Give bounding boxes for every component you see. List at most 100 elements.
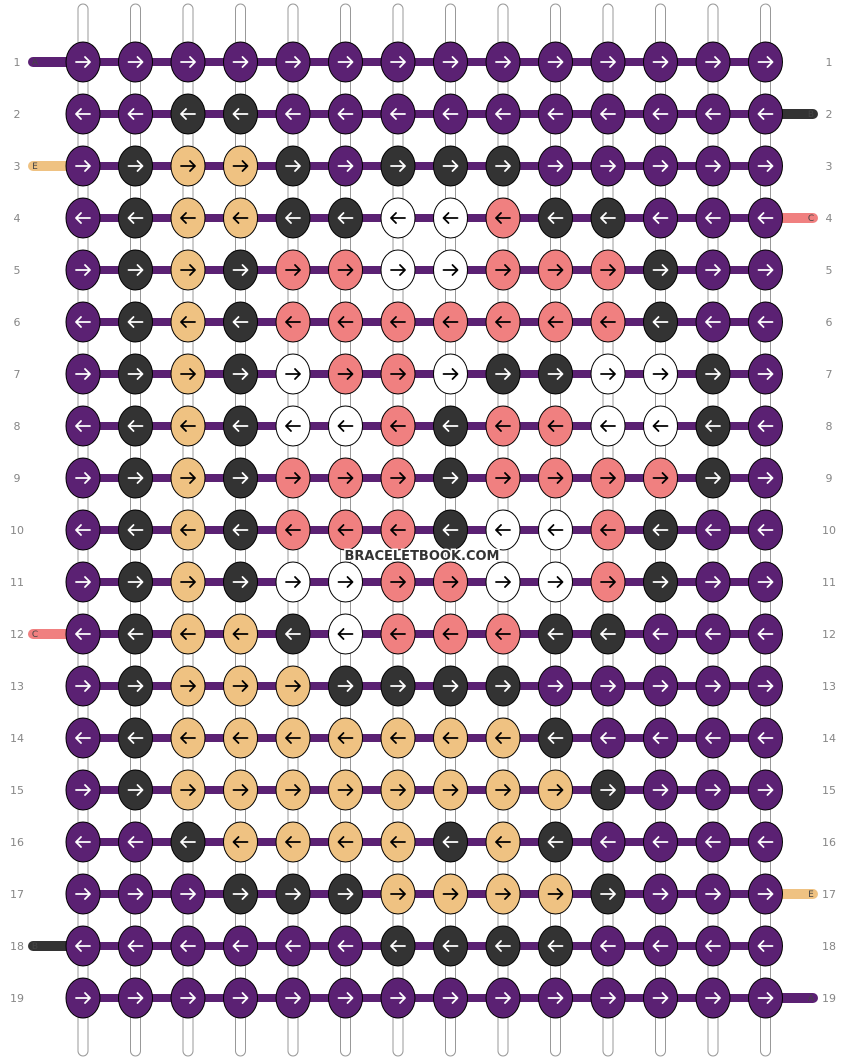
right-arrow-icon — [652, 56, 669, 68]
row-label-right: 1 — [826, 56, 833, 69]
row-thread — [79, 786, 770, 794]
right-arrow-icon — [600, 368, 616, 380]
right-arrow-icon — [652, 160, 669, 172]
left-arrow-icon — [390, 836, 406, 848]
right-arrow-icon — [127, 992, 144, 1004]
right-arrow-icon — [495, 368, 511, 380]
row-label-left: 11 — [10, 576, 24, 589]
left-arrow-icon — [390, 628, 406, 640]
right-arrow-icon — [390, 264, 406, 276]
right-end-letter: A — [808, 994, 815, 1004]
right-arrow-icon — [547, 368, 564, 380]
left-arrow-icon — [127, 732, 144, 744]
right-arrow-icon — [390, 888, 406, 900]
left-arrow-icon — [285, 212, 301, 224]
left-arrow-icon — [442, 108, 459, 120]
left-arrow-icon — [285, 108, 301, 120]
right-arrow-icon — [180, 368, 196, 380]
row-thread — [79, 422, 770, 430]
row-label-right: 3 — [826, 160, 833, 173]
left-arrow-icon — [337, 316, 354, 328]
left-arrow-icon — [285, 316, 301, 328]
right-arrow-icon — [757, 264, 774, 276]
right-arrow-icon — [547, 680, 564, 692]
left-arrow-icon — [547, 524, 564, 536]
right-arrow-icon — [285, 264, 301, 276]
right-arrow-icon — [285, 368, 301, 380]
row-thread — [79, 994, 770, 1002]
left-arrow-icon — [232, 316, 249, 328]
right-arrow-icon — [127, 368, 144, 380]
row-label-right: 16 — [822, 836, 836, 849]
right-arrow-icon — [337, 264, 354, 276]
row-label-left: 8 — [14, 420, 21, 433]
left-arrow-icon — [232, 108, 249, 120]
right-arrow-icon — [600, 888, 616, 900]
row-label-right: 12 — [822, 628, 836, 641]
right-arrow-icon — [547, 888, 564, 900]
left-arrow-icon — [600, 212, 616, 224]
right-end-letter: B — [808, 110, 814, 120]
left-arrow-icon — [757, 212, 774, 224]
left-arrow-icon — [495, 316, 511, 328]
left-arrow-icon — [652, 836, 669, 848]
right-arrow-icon — [285, 160, 301, 172]
right-arrow-icon — [757, 576, 774, 588]
left-arrow-icon — [390, 316, 406, 328]
left-arrow-icon — [495, 940, 511, 952]
right-arrow-icon — [547, 576, 564, 588]
right-arrow-icon — [442, 472, 459, 484]
right-arrow-icon — [390, 784, 406, 796]
left-arrow-icon — [652, 316, 669, 328]
right-arrow-icon — [495, 160, 511, 172]
row-thread — [79, 682, 770, 690]
right-arrow-icon — [600, 784, 616, 796]
right-arrow-icon — [75, 784, 91, 796]
right-arrow-icon — [285, 576, 301, 588]
right-arrow-icon — [180, 784, 196, 796]
left-arrow-icon — [495, 108, 511, 120]
right-arrow-icon — [127, 888, 144, 900]
right-arrow-icon — [705, 992, 721, 1004]
left-arrow-icon — [232, 940, 249, 952]
row-thread — [79, 370, 770, 378]
left-arrow-icon — [547, 108, 564, 120]
right-arrow-icon — [495, 56, 511, 68]
right-arrow-icon — [337, 576, 354, 588]
row-label-right: 18 — [822, 940, 836, 953]
left-arrow-icon — [495, 212, 511, 224]
left-arrow-icon — [180, 420, 196, 432]
right-arrow-icon — [285, 680, 301, 692]
left-arrow-icon — [442, 836, 459, 848]
left-arrow-icon — [705, 420, 721, 432]
right-arrow-icon — [442, 992, 459, 1004]
row-label-left: 4 — [14, 212, 21, 225]
right-arrow-icon — [705, 472, 721, 484]
right-arrow-icon — [390, 680, 406, 692]
right-arrow-icon — [757, 992, 774, 1004]
right-arrow-icon — [442, 680, 459, 692]
row-label-left: 18 — [10, 940, 24, 953]
right-arrow-icon — [75, 472, 91, 484]
left-arrow-icon — [337, 836, 354, 848]
right-arrow-icon — [232, 576, 249, 588]
right-arrow-icon — [232, 992, 249, 1004]
watermark: BRACELETBOOK.COM — [345, 549, 500, 564]
right-arrow-icon — [337, 368, 354, 380]
row-thread — [79, 110, 770, 118]
right-arrow-icon — [705, 888, 721, 900]
right-arrow-icon — [75, 992, 91, 1004]
left-arrow-icon — [705, 316, 721, 328]
row-label-right: 15 — [822, 784, 836, 797]
left-arrow-icon — [390, 732, 406, 744]
right-arrow-icon — [285, 992, 301, 1004]
right-arrow-icon — [495, 784, 511, 796]
right-arrow-icon — [232, 368, 249, 380]
left-arrow-icon — [442, 212, 459, 224]
left-arrow-icon — [232, 212, 249, 224]
right-arrow-icon — [75, 264, 91, 276]
right-arrow-icon — [705, 56, 721, 68]
right-arrow-icon — [285, 888, 301, 900]
right-arrow-icon — [600, 264, 616, 276]
right-arrow-icon — [75, 888, 91, 900]
